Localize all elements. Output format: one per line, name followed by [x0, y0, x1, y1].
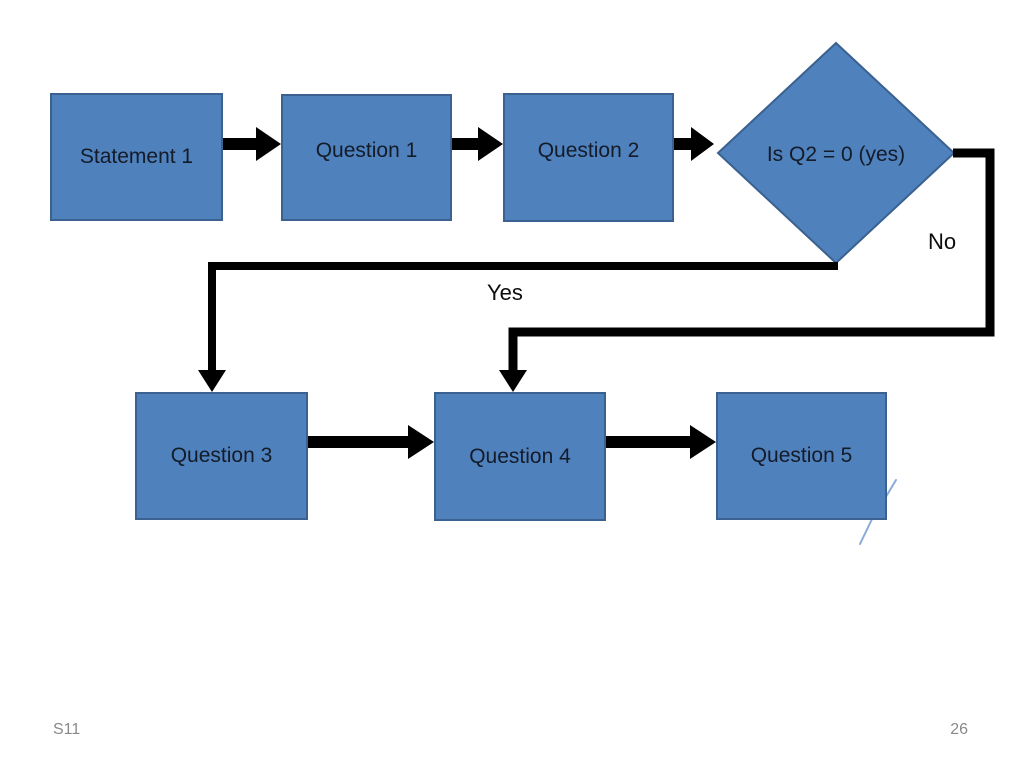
- slide-footer-code: S11: [53, 721, 81, 738]
- flow-node-question-2: Question 2: [503, 93, 674, 222]
- edge-statement1-question1: [222, 127, 281, 161]
- flow-node-label: Question 2: [537, 138, 640, 162]
- ink-slash-lower: [859, 516, 874, 545]
- flow-node-question-4: Question 4: [434, 392, 606, 521]
- edge-question2-decision: [674, 127, 714, 161]
- flow-node-question-1: Question 1: [281, 94, 452, 221]
- edge-question4-question5: [606, 425, 716, 459]
- flow-node-label: Question 1: [315, 138, 418, 162]
- flow-node-label: Statement 1: [79, 145, 194, 168]
- edge-label-no: No: [928, 229, 957, 254]
- flow-node-question-3: Question 3: [135, 392, 308, 520]
- edge-question1-question2: [452, 127, 503, 161]
- flow-node-question-5: Question 5: [716, 392, 887, 520]
- slide-page-number: 26: [950, 721, 968, 738]
- edge-question3-question4: [308, 425, 434, 459]
- edge-decision-question3-yes: [198, 262, 838, 392]
- flow-node-label: Question 5: [750, 444, 853, 467]
- edge-label-yes: Yes: [487, 280, 523, 305]
- flow-node-label: Question 3: [170, 444, 273, 467]
- flow-node-statement-1: Statement 1: [50, 93, 223, 221]
- flow-node-label: Question 4: [469, 444, 571, 468]
- edge-decision-question4-no: [499, 148, 995, 392]
- decision-diamond-label: Is Q2 = 0 (yes): [766, 143, 906, 166]
